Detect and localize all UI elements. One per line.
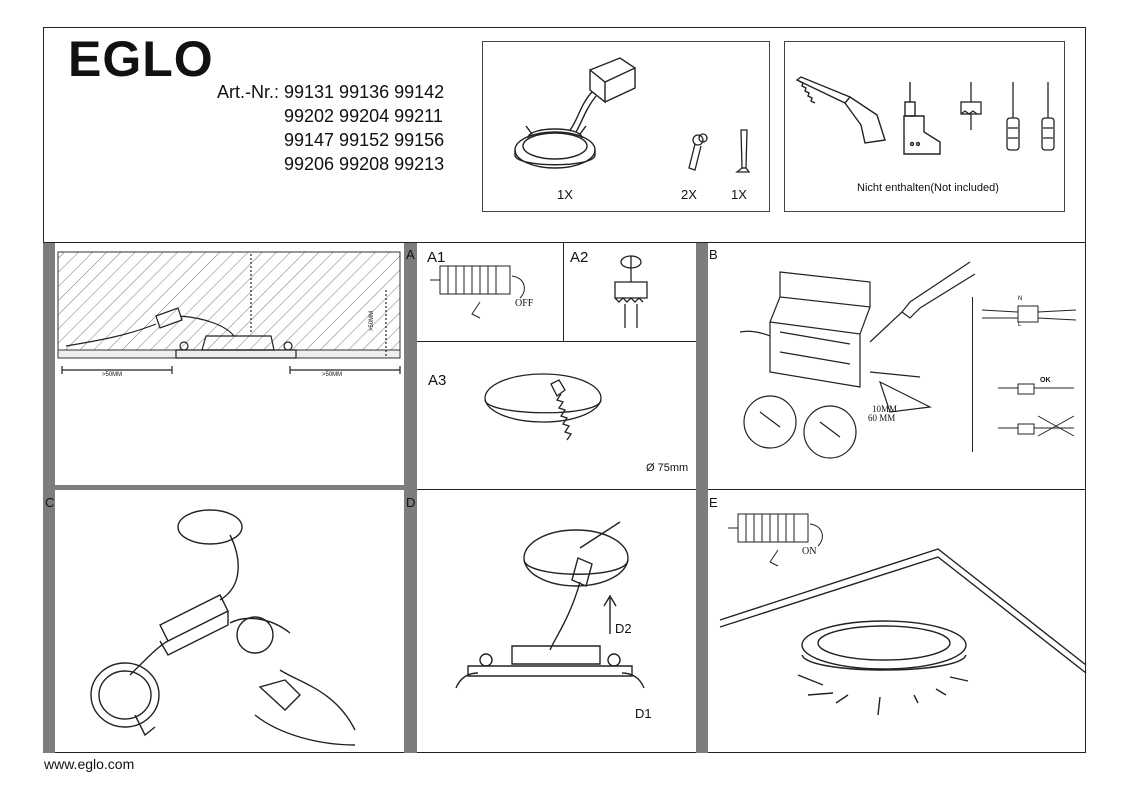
insert-lamp-illustration bbox=[455, 521, 645, 689]
header-divider bbox=[43, 242, 1086, 243]
spring-qty: 2X bbox=[681, 187, 697, 202]
tool-pin-illustration bbox=[735, 129, 751, 173]
tool-qty: 1X bbox=[731, 187, 747, 202]
step-a1-label: A1 bbox=[427, 249, 446, 266]
article-row-4: 99206 99208 99213 bbox=[284, 154, 445, 174]
step-d2-label: D2 bbox=[615, 621, 632, 636]
contents-box bbox=[482, 41, 770, 212]
tools-box bbox=[784, 41, 1065, 212]
step-a-label: A bbox=[406, 247, 415, 262]
article-row-3: 99147 99152 99156 bbox=[284, 130, 445, 150]
drill-icon bbox=[903, 82, 941, 155]
screwdriver-flat-icon bbox=[1006, 82, 1020, 151]
step-e-label: E bbox=[709, 495, 718, 510]
step-a3-label: A3 bbox=[428, 372, 447, 389]
dim-depth: >50MM bbox=[369, 310, 376, 332]
fuse-box-on-illustration bbox=[728, 513, 823, 567]
strip-length-2: 60 MM bbox=[868, 413, 896, 423]
divider-b bbox=[696, 243, 708, 753]
article-row-2: 99202 99204 99211 bbox=[284, 106, 443, 126]
connection-diagram bbox=[981, 305, 1077, 437]
a1-a2-divider bbox=[563, 243, 564, 341]
divider-left bbox=[43, 243, 55, 753]
wiring-detail-divider bbox=[972, 297, 973, 452]
brand-logo: EGLO bbox=[68, 31, 214, 87]
website-link[interactable]: www.eglo.com bbox=[44, 756, 135, 772]
saw-icon bbox=[795, 76, 886, 144]
divider-a-bottom bbox=[55, 485, 404, 490]
article-label: Art.-Nr.: bbox=[217, 82, 279, 102]
conductor-n: N bbox=[1018, 296, 1023, 302]
fuse-box-off-illustration bbox=[430, 265, 525, 319]
screwdriver-cross-icon bbox=[1041, 82, 1055, 151]
step-c-label: C bbox=[45, 495, 55, 510]
row-divider bbox=[43, 489, 1086, 490]
step-d-label: D bbox=[406, 495, 416, 510]
step-b-label: B bbox=[709, 247, 718, 262]
off-label: OFF bbox=[515, 298, 534, 309]
hole-saw-step-illustration bbox=[614, 255, 648, 328]
wiring-illustration bbox=[739, 261, 976, 459]
connect-lamp-illustration bbox=[90, 509, 356, 746]
conductor-l: L bbox=[1018, 322, 1022, 328]
lamp-with-driver-illustration bbox=[514, 57, 637, 169]
dim-right: >50MM bbox=[322, 372, 343, 378]
driver-qty: 1X bbox=[557, 187, 573, 202]
divider-a bbox=[404, 243, 417, 753]
step-a2-label: A2 bbox=[570, 249, 589, 266]
step-d1-label: D1 bbox=[635, 706, 652, 721]
on-label: ON bbox=[802, 546, 817, 557]
cut-hole-illustration bbox=[484, 373, 602, 441]
hole-saw-icon bbox=[960, 82, 982, 130]
tools-note: Nicht enthalten(Not included) bbox=[857, 182, 999, 194]
ok-label: OK bbox=[1040, 377, 1051, 384]
article-row-1: 99131 99136 99142 bbox=[284, 82, 445, 102]
installed-lamp-illustration bbox=[719, 548, 1087, 716]
springs-illustration bbox=[688, 133, 708, 171]
dim-left: >50MM bbox=[102, 372, 123, 378]
ceiling-section-illustration bbox=[57, 251, 401, 374]
strip-length-1: 10MM bbox=[872, 404, 898, 414]
a-subdivider bbox=[417, 341, 696, 342]
cutout-diameter: Ø 75mm bbox=[646, 462, 689, 474]
